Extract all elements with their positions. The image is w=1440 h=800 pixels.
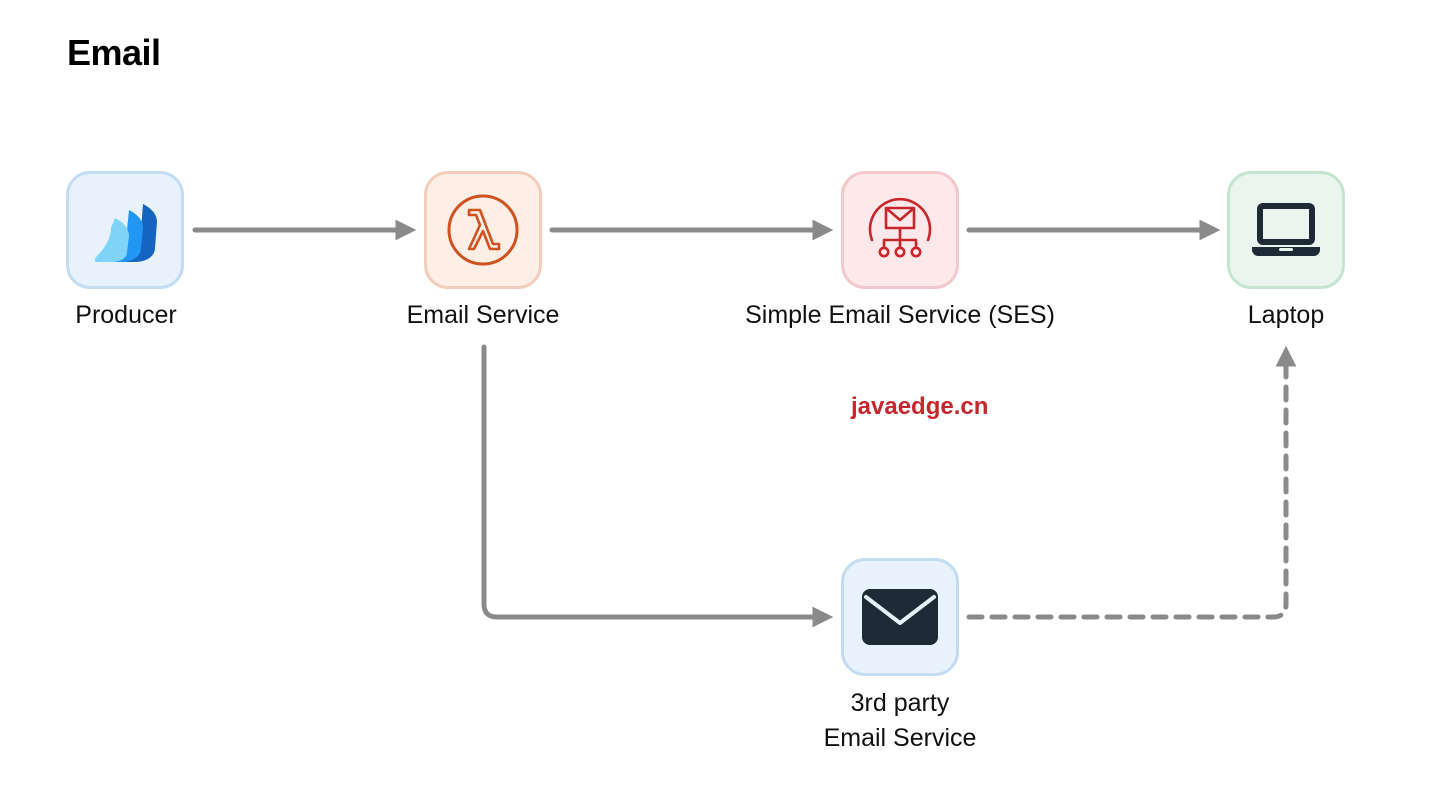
third-party-email-node[interactable] <box>841 558 959 676</box>
edge-third-party-to-laptop <box>966 345 1297 620</box>
producer-label: Producer <box>75 301 177 329</box>
edge-email-service-to-third-party <box>481 344 834 628</box>
third-party-label-line2: Email Service <box>823 724 977 752</box>
email-service-node[interactable] <box>424 171 542 289</box>
producer-node[interactable] <box>66 171 184 289</box>
laptop-icon <box>1252 203 1320 256</box>
ses-node[interactable] <box>841 171 959 289</box>
aws-ses-icon <box>868 197 932 258</box>
laptop-node[interactable] <box>1227 171 1345 289</box>
watermark-text: javaedge.cn <box>851 393 989 420</box>
diagram-title: Email <box>67 32 161 73</box>
laptop-label: Laptop <box>1247 301 1325 329</box>
producer-logo-icon <box>94 204 157 262</box>
envelope-icon <box>862 589 938 645</box>
third-party-label-line1: 3rd party <box>850 689 950 717</box>
aws-lambda-icon <box>447 194 519 266</box>
ses-label: Simple Email Service (SES) <box>745 301 1055 329</box>
email-service-label: Email Service <box>406 301 560 329</box>
